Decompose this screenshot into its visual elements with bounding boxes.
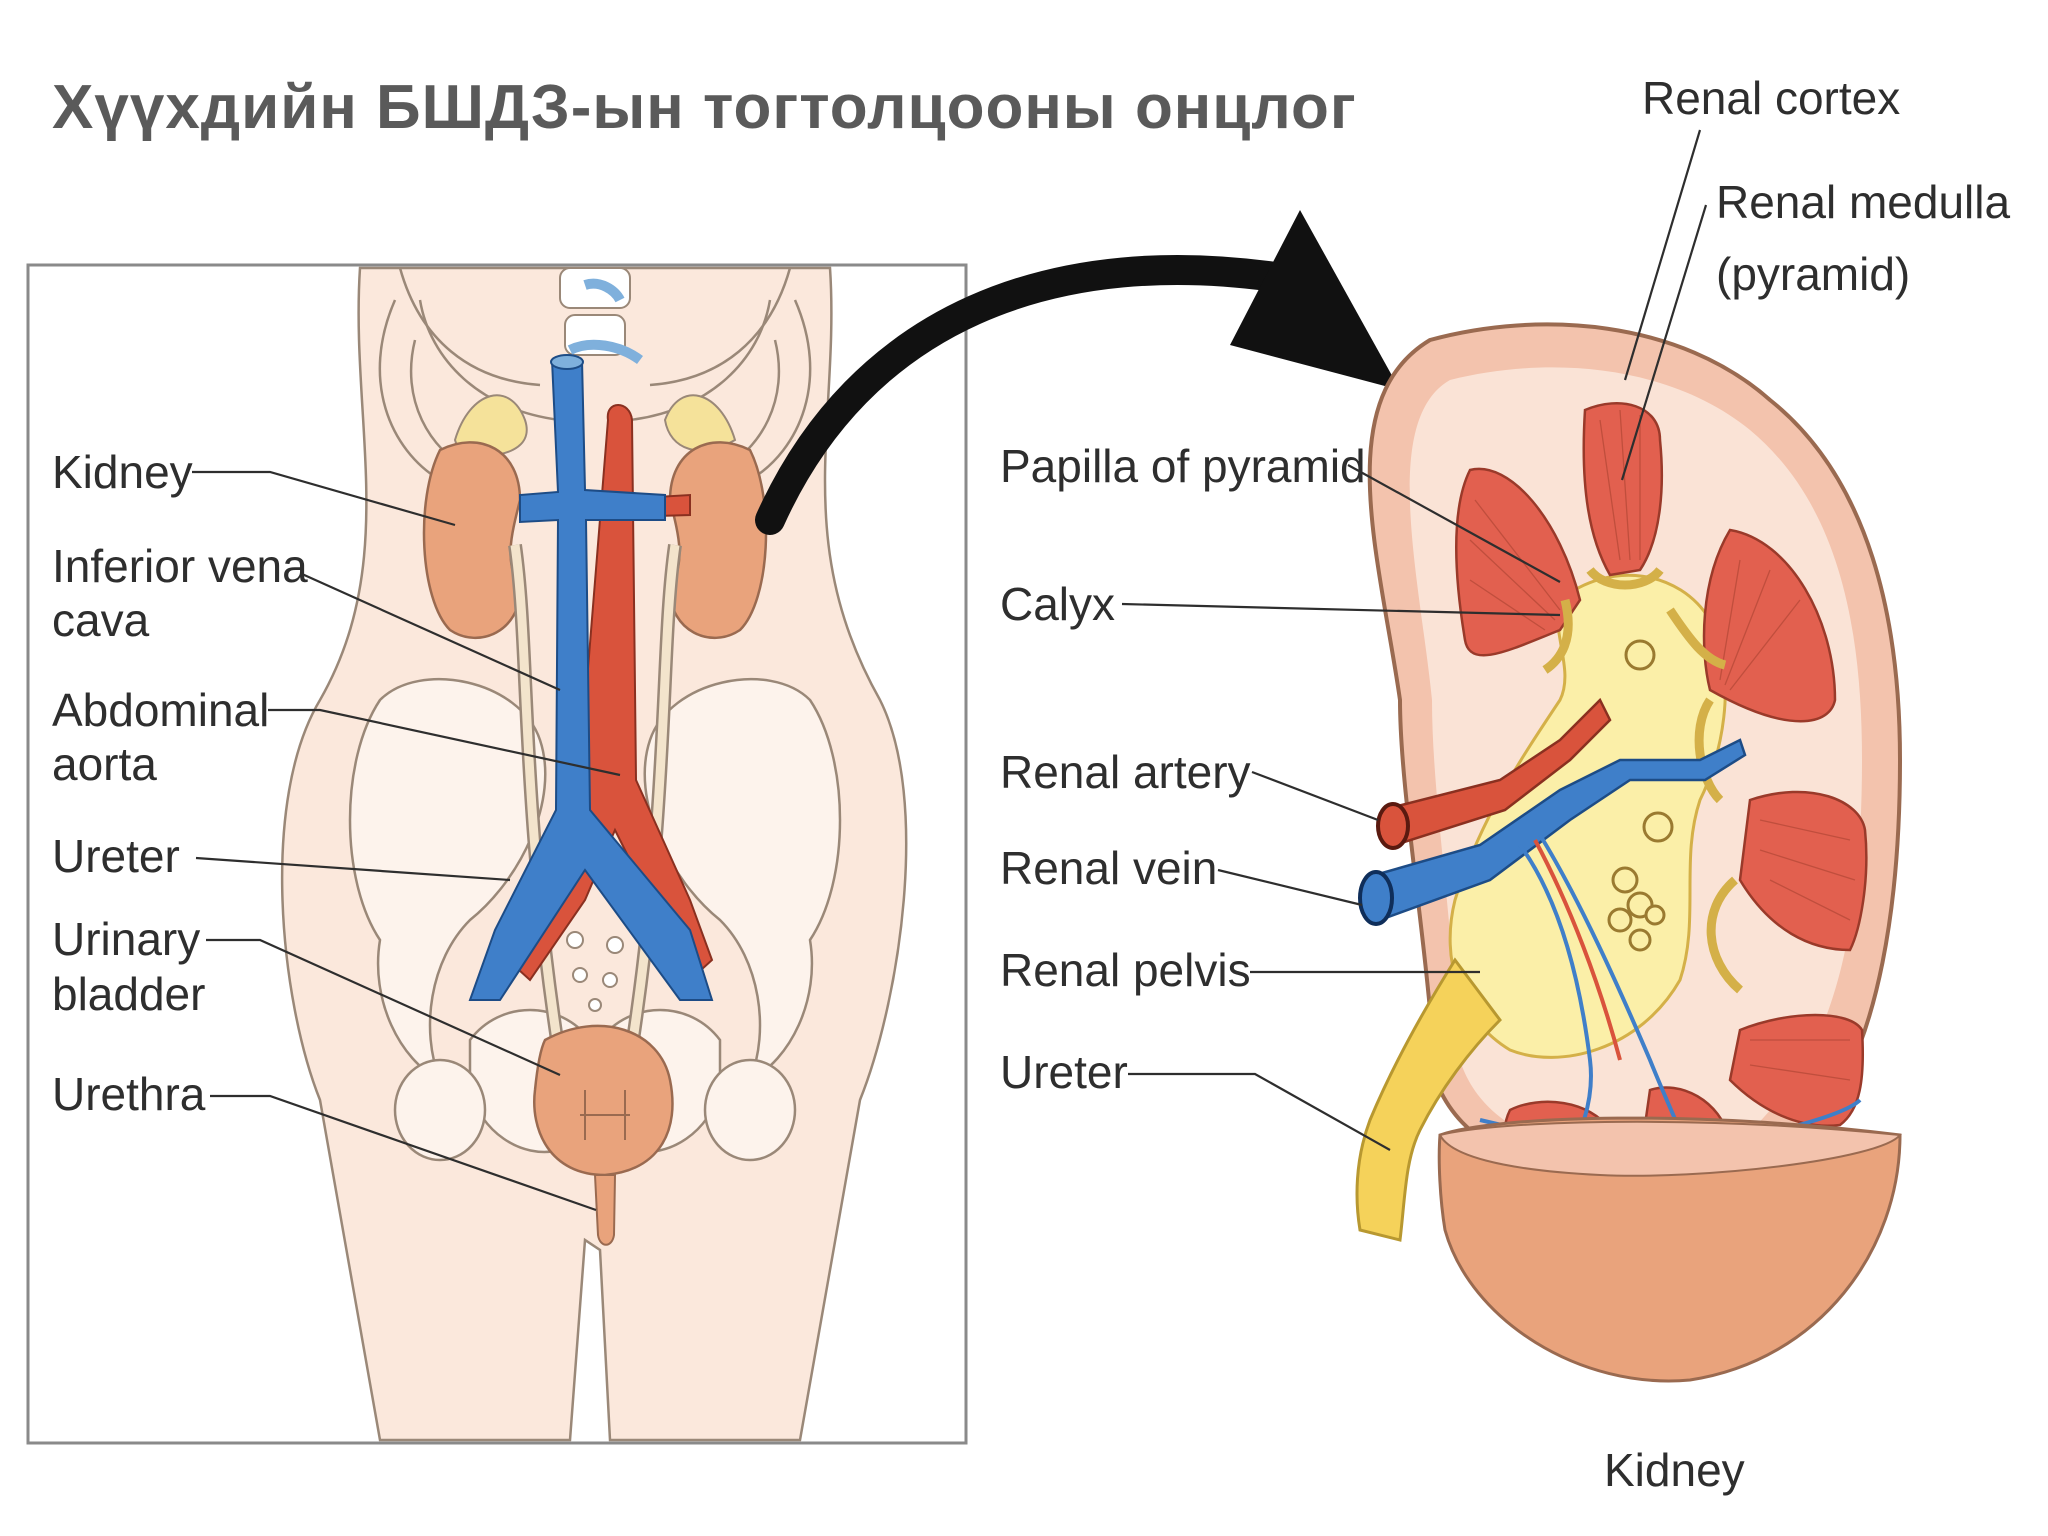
leader-renal-vein (1217, 868, 1363, 907)
slide-title: Хүүхдийн БШДЗ-ын тогтолцооны онцлог (52, 73, 1357, 142)
label-bladder-1: Urinary (52, 913, 200, 965)
renal-vein-vessel (1373, 738, 1747, 922)
label-ivc-2: cava (52, 594, 150, 646)
label-ureter-right: Ureter (1000, 1046, 1128, 1098)
abdominal-aorta (506, 404, 714, 982)
pyramid-right (1738, 790, 1868, 952)
label-renal-artery: Renal artery (1000, 746, 1251, 798)
label-ivc-1: Inferior vena (52, 540, 308, 592)
kidney-lower-rim (1438, 1120, 1902, 1177)
right-kidney (668, 441, 768, 640)
leader-bladder (206, 938, 561, 1077)
pyramid-striations (1469, 409, 1856, 1081)
label-papilla: Papilla of pyramid (1000, 440, 1366, 492)
renal-vein-opening (1358, 870, 1394, 926)
renal-artery-opening (1376, 802, 1410, 850)
ivc-top-opening (550, 354, 584, 370)
caption-kidney: Kidney (1604, 1444, 1745, 1496)
leader-papilla (1347, 464, 1561, 583)
left-ureter-fill (510, 544, 565, 1061)
label-kidney: Kidney (52, 446, 193, 498)
ribcage (378, 267, 812, 482)
label-renal-pelvis: Renal pelvis (1000, 944, 1251, 996)
right-labels: Renal cortex Renal medulla (pyramid) Pap… (1000, 72, 2010, 1496)
label-aorta-2: aorta (52, 738, 157, 790)
kidney-cross-section (1355, 322, 1903, 1383)
urethra (593, 1174, 617, 1246)
leader-renal-cortex (1623, 129, 1702, 381)
label-renal-cortex: Renal cortex (1642, 72, 1900, 124)
kidney-lower-half (1437, 1116, 1902, 1383)
label-bladder-2: bladder (52, 968, 205, 1020)
calyces (1542, 566, 1744, 994)
renal-artery-vessel (1388, 697, 1612, 847)
leader-renal-artery (1251, 770, 1379, 822)
pyramid-lower-right (1728, 1013, 1865, 1127)
leader-aorta (268, 708, 621, 777)
right-adrenal-gland (663, 394, 737, 452)
calyx-openings (1607, 639, 1674, 952)
leader-renal-medulla (1620, 204, 1708, 481)
leader-ureter (195, 856, 511, 882)
urinary-bladder (533, 1024, 674, 1177)
label-calyx: Calyx (1000, 578, 1115, 630)
left-labels: Kidney Inferior vena cava Abdominal aort… (52, 446, 621, 1212)
spine (559, 267, 643, 365)
label-renal-medulla-2: (pyramid) (1716, 248, 1910, 300)
magnify-arrow (755, 210, 1400, 535)
label-ureter: Ureter (52, 830, 180, 882)
label-renal-vein: Renal vein (1000, 842, 1217, 894)
label-urethra: Urethra (52, 1068, 206, 1120)
leader-ivc (301, 572, 561, 692)
ureter-tube (1355, 957, 1502, 1242)
leader-urethra (210, 1094, 597, 1212)
label-renal-medulla-1: Renal medulla (1716, 176, 2010, 228)
leader-kidney (192, 470, 456, 527)
leader-calyx (1121, 602, 1561, 617)
left-kidney (422, 441, 522, 640)
label-aorta-1: Abdominal (52, 684, 269, 736)
leader-ureter-right (1128, 1072, 1391, 1151)
sacrum (566, 931, 624, 1012)
inferior-vena-cava (468, 359, 714, 1001)
right-ureter-fill (625, 544, 680, 1061)
